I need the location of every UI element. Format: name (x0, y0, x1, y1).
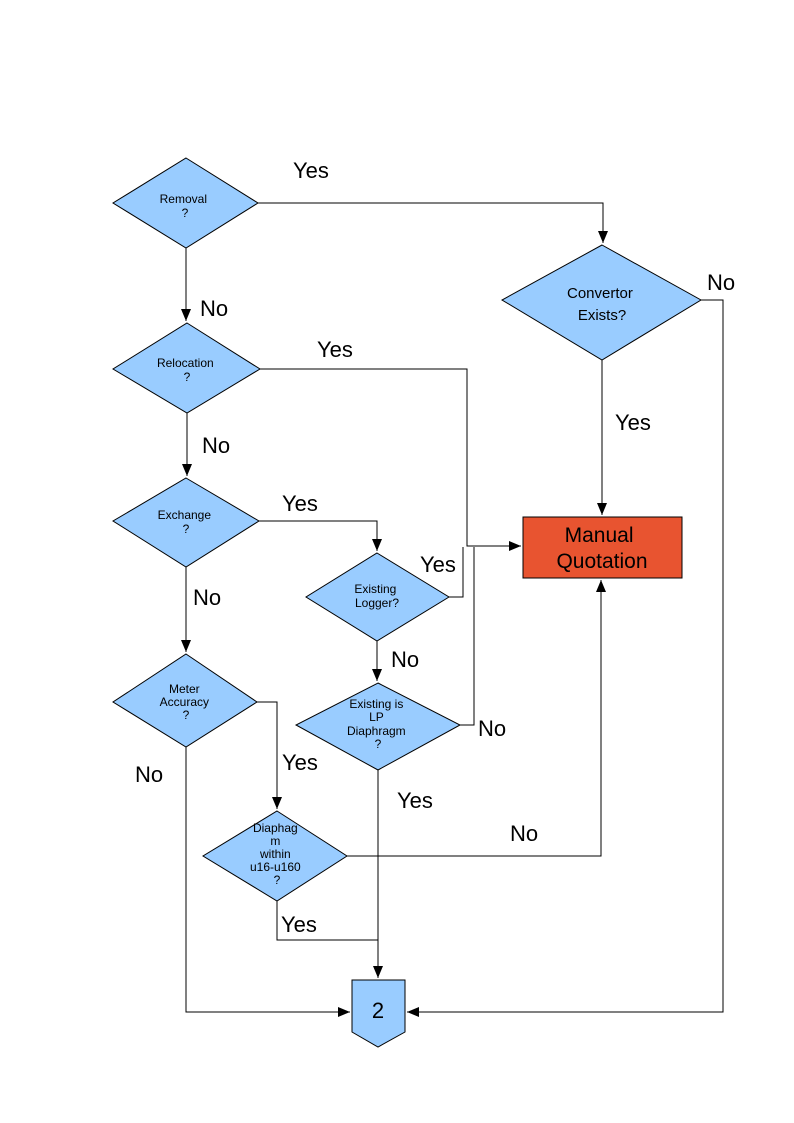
diaphragm-within-label-line4: u16-u160 (250, 860, 301, 874)
node-manual-quotation: Manual Quotation (522, 516, 683, 579)
label-existing-lp-yes: Yes (397, 788, 433, 813)
node-removal: Removal ? (112, 157, 259, 249)
edge-meter-accuracy-no (185, 747, 350, 1017)
label-removal-yes: Yes (293, 158, 329, 183)
removal-label-line1: Removal (160, 192, 207, 206)
diaphragm-within-label: Diaphag m within u16-u160 ? (250, 821, 304, 887)
edge-labels: Yes No No Yes Yes No Yes No Yes No No Ye… (135, 158, 735, 937)
diaphragm-within-label-line3: within (259, 847, 291, 861)
meter-accuracy-label-line3: ? (183, 708, 190, 722)
node-diaphragm-within: Diaphag m within u16-u160 ? (202, 810, 348, 902)
label-existing-lp-no: No (478, 716, 506, 741)
meter-accuracy-label-line1: Meter (169, 682, 200, 696)
manual-quotation-rect-shape (522, 516, 683, 579)
existing-lp-diaphragm-diamond-shape (294, 682, 462, 771)
edge-convertor-no (407, 299, 724, 1017)
diaphragm-within-diamond-shape (202, 810, 348, 902)
exchange-label: Exchange ? (158, 508, 215, 536)
existing-logger-diamond-shape (305, 552, 450, 642)
meter-accuracy-label: Meter Accuracy ? (160, 682, 213, 722)
connector-2-pentagon-shape (351, 979, 406, 1048)
convertor-exists-label: Convertor Exists? (567, 285, 637, 324)
convertor-exists-diamond-shape (500, 244, 702, 361)
removal-label: Removal ? (160, 192, 211, 220)
existing-logger-label: Existing Logger? (354, 582, 399, 610)
existing-lp-label-line2: LP (369, 710, 384, 724)
meter-accuracy-diamond-shape (112, 653, 258, 748)
edges (181, 202, 724, 1017)
label-diaphragm-no: No (510, 821, 538, 846)
existing-logger-label-line2: Logger? (355, 596, 399, 610)
label-relocation-yes: Yes (317, 337, 353, 362)
edge-relocation-yes (260, 368, 521, 551)
diaphragm-within-label-line1: Diaphag (253, 821, 298, 835)
label-meter-accuracy-no: No (135, 762, 163, 787)
node-existing-logger: Existing Logger? (305, 552, 450, 642)
edge-existing-logger-yes (449, 547, 464, 598)
label-removal-no: No (200, 296, 228, 321)
relocation-label: Relocation ? (157, 356, 217, 384)
node-connector-2: 2 (351, 979, 406, 1048)
manual-quotation-label: Manual Quotation (556, 524, 647, 573)
edge-existing-lp-no (460, 547, 475, 726)
diaphragm-within-label-line5: ? (274, 873, 281, 887)
convertor-exists-label-line1: Convertor (567, 285, 633, 302)
node-existing-lp-diaphragm: Existing is LP Diaphragm ? (294, 682, 462, 771)
edge-removal-yes (258, 202, 608, 243)
existing-lp-label-line1: Existing is (349, 697, 403, 711)
node-exchange: Exchange ? (112, 477, 260, 568)
node-convertor-exists: Convertor Exists? (500, 244, 702, 361)
removal-label-line2: ? (182, 206, 189, 220)
existing-lp-label-line3: Diaphragm (347, 724, 406, 738)
relocation-label-line1: Relocation (157, 356, 214, 370)
relocation-diamond-shape (112, 322, 261, 414)
label-convertor-yes: Yes (615, 410, 651, 435)
manual-quotation-label-line1: Manual (565, 524, 634, 547)
edge-diaphragm-yes (276, 901, 378, 941)
connector-2-label: 2 (372, 998, 384, 1023)
edge-exchange-yes (259, 520, 382, 551)
label-exchange-no: No (193, 585, 221, 610)
removal-diamond-shape (112, 157, 259, 249)
meter-accuracy-label-line2: Accuracy (160, 695, 209, 709)
label-convertor-no: No (707, 270, 735, 295)
existing-lp-diaphragm-label: Existing is LP Diaphragm ? (347, 697, 409, 751)
relocation-label-line2: ? (184, 370, 191, 384)
exchange-label-line1: Exchange (158, 508, 212, 522)
edge-diaphragm-no (347, 580, 606, 857)
convertor-exists-label-line2: Exists? (578, 307, 626, 324)
label-existing-logger-no: No (391, 647, 419, 672)
label-existing-logger-yes: Yes (420, 552, 456, 577)
existing-logger-label-line1: Existing (354, 582, 396, 596)
label-meter-accuracy-yes: Yes (282, 750, 318, 775)
manual-quotation-label-line2: Quotation (556, 550, 647, 573)
label-exchange-yes: Yes (282, 491, 318, 516)
exchange-label-line2: ? (183, 522, 190, 536)
node-relocation: Relocation ? (112, 322, 261, 414)
diaphragm-within-label-line2: m (270, 834, 280, 848)
label-diaphragm-yes: Yes (281, 912, 317, 937)
existing-lp-label-line4: ? (375, 737, 382, 751)
exchange-diamond-shape (112, 477, 260, 568)
label-relocation-no: No (202, 433, 230, 458)
node-meter-accuracy: Meter Accuracy ? (112, 653, 258, 748)
edge-meter-accuracy-yes (257, 701, 282, 809)
